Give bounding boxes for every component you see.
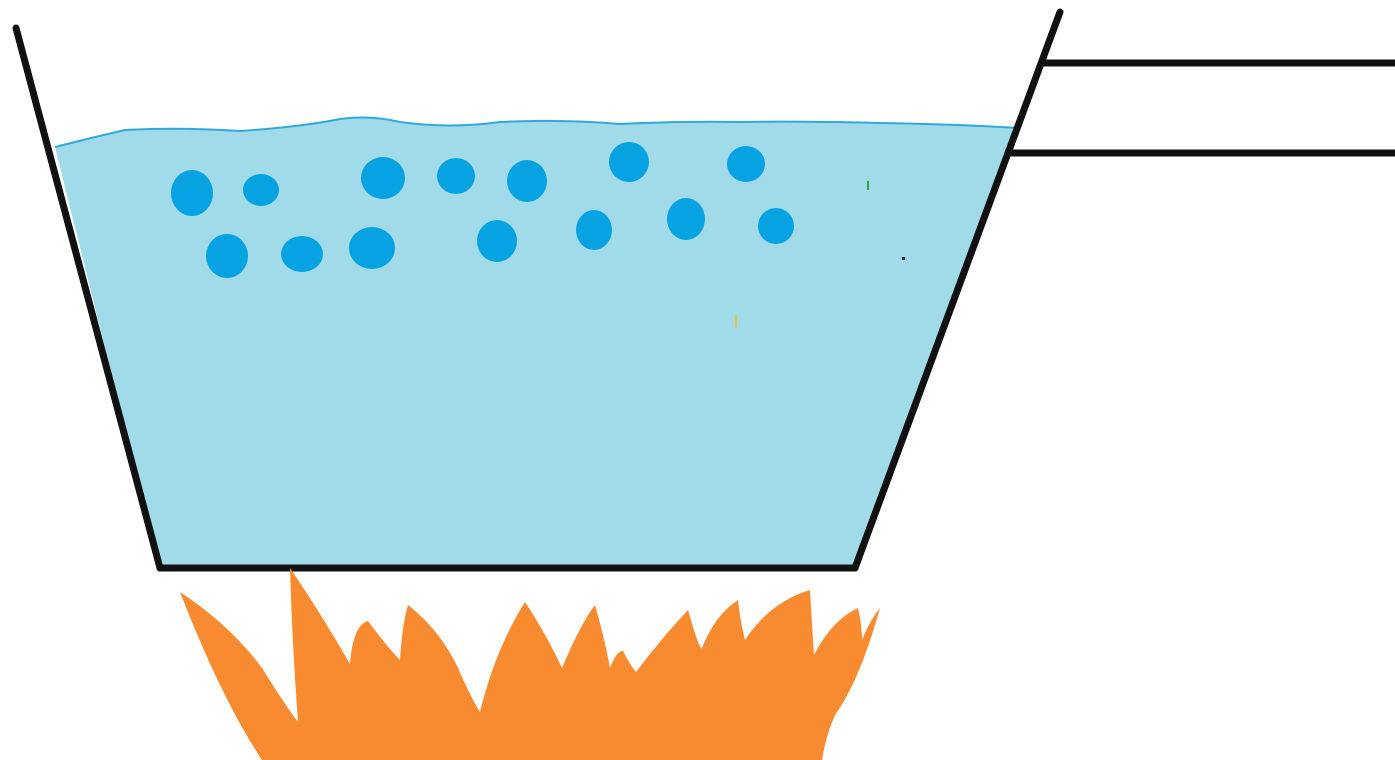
bubble — [609, 142, 649, 182]
stray-marks — [735, 181, 905, 328]
speck — [735, 315, 737, 328]
bubble — [361, 157, 405, 199]
bubble — [758, 208, 794, 244]
bubble — [477, 220, 517, 262]
bubble — [507, 160, 547, 202]
pot — [12, 8, 1395, 572]
bubble — [576, 210, 612, 250]
bubble — [727, 146, 765, 182]
bubble — [243, 174, 279, 206]
pot-left-wall — [12, 24, 164, 572]
bubble — [206, 234, 248, 278]
water-surface-line — [54, 116, 1021, 148]
speck — [902, 257, 905, 260]
pot-right-wall — [851, 8, 1064, 572]
bubble — [171, 170, 213, 216]
bubble — [281, 236, 323, 272]
bubbles — [171, 142, 794, 278]
speck — [867, 181, 869, 190]
bubble — [437, 158, 475, 194]
bubble — [349, 227, 395, 269]
flame — [180, 568, 880, 760]
bubble — [667, 198, 705, 240]
